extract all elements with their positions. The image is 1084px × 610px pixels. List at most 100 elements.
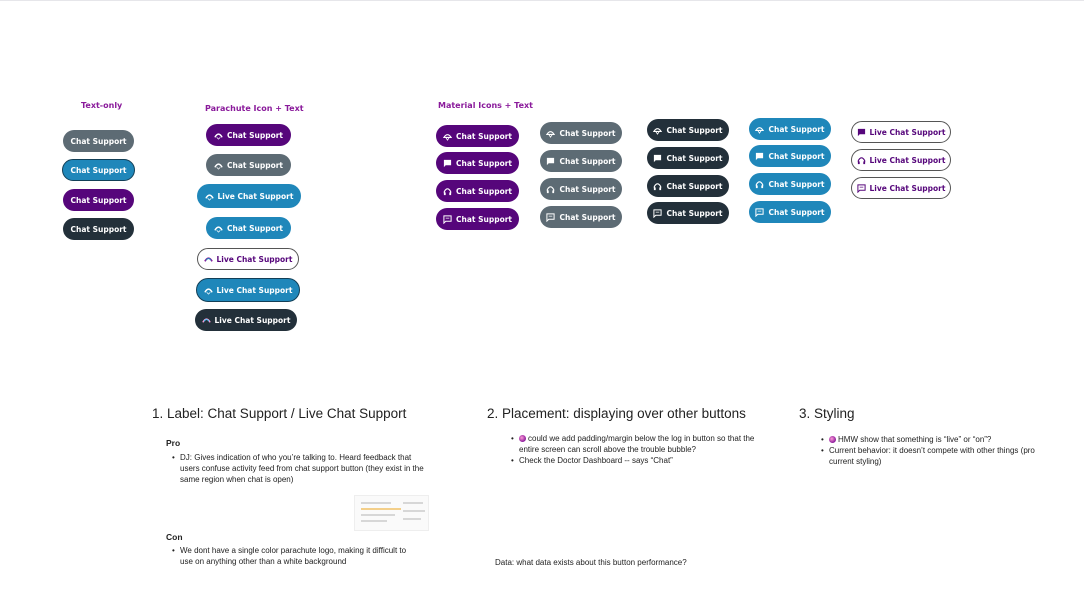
headset-icon — [546, 185, 555, 194]
chat-support-button-dark[interactable]: Chat Support — [63, 218, 134, 240]
material-chat-support-button-purple-3[interactable]: Chat Support — [436, 180, 519, 202]
material-chat-support-button-dark-1[interactable]: Chat Support — [647, 119, 729, 141]
button-label: Chat Support — [70, 195, 127, 205]
top-divider — [0, 0, 1084, 1]
button-label: Chat Support — [666, 153, 723, 163]
chat-bubble-icon — [443, 159, 452, 168]
material-chat-support-button-gray-2[interactable]: Chat Support — [540, 150, 622, 172]
parachute-icon — [203, 255, 213, 264]
pro-heading: Pro — [166, 438, 181, 448]
parachute-icon — [214, 161, 223, 170]
parachute-emoji-icon — [829, 436, 836, 443]
button-label: Chat Support — [70, 136, 127, 146]
button-label: Chat Support — [559, 184, 616, 194]
chat-outline-icon — [443, 214, 452, 224]
con-heading: Con — [166, 532, 183, 542]
con-item: We dont have a single color parachute lo… — [170, 545, 420, 567]
chat-outline-icon — [856, 183, 866, 193]
styling-list: HMW show that something is “live” or “on… — [819, 434, 1039, 467]
parachute-icon — [755, 125, 765, 134]
button-label: Live Chat Support — [214, 315, 291, 325]
material-chat-support-button-purple-2[interactable]: Chat Support — [436, 152, 519, 174]
material-chat-support-button-gray-3[interactable]: Chat Support — [540, 178, 622, 200]
placement-list: could we add padding/margin below the lo… — [509, 433, 764, 466]
chat-support-button-purple[interactable]: Chat Support — [63, 189, 134, 211]
button-label: Chat Support — [559, 212, 616, 222]
button-label: Chat Support — [666, 125, 723, 135]
material-chat-support-button-dark-4[interactable]: Chat Support — [647, 202, 729, 224]
parachute-icon — [203, 286, 213, 295]
button-label: Live Chat Support — [869, 183, 946, 193]
column-title-parachute: Parachute Icon + Text — [205, 104, 304, 113]
chat-support-button-blue[interactable]: Chat Support — [62, 159, 135, 181]
chat-support-button-gray[interactable]: Chat Support — [63, 130, 134, 152]
material-live-chat-support-button-white-1[interactable]: Live Chat Support — [851, 121, 951, 143]
material-chat-support-button-dark-3[interactable]: Chat Support — [647, 175, 729, 197]
doctor-dashboard-thumbnail — [354, 495, 429, 531]
placement-item: could we add padding/margin below the lo… — [509, 433, 764, 455]
parachute-icon — [546, 129, 556, 138]
parachute-icon — [214, 224, 223, 233]
button-label: Chat Support — [226, 223, 283, 233]
button-label: Chat Support — [70, 165, 127, 175]
button-label: Chat Support — [455, 214, 512, 224]
button-label: Chat Support — [768, 151, 825, 161]
material-chat-support-button-blue-1[interactable]: Chat Support — [749, 118, 831, 140]
material-chat-support-button-blue-4[interactable]: Chat Support — [749, 201, 831, 223]
pro-list: DJ: Gives indication of who you’re talki… — [170, 452, 432, 485]
parachute-icon — [204, 192, 214, 201]
button-label: Chat Support — [455, 131, 512, 141]
parachute-icon — [653, 126, 663, 135]
pro-item: DJ: Gives indication of who you’re talki… — [170, 452, 432, 485]
button-label: Live Chat Support — [216, 285, 293, 295]
parachute-live-chat-support-button-blue-outlined[interactable]: Live Chat Support — [196, 278, 300, 302]
button-label: Live Chat Support — [217, 191, 294, 201]
section-title-label: 1. Label: Chat Support / Live Chat Suppo… — [152, 406, 407, 421]
parachute-live-chat-support-button-dark[interactable]: Live Chat Support — [195, 309, 297, 331]
button-label: Live Chat Support — [216, 254, 293, 264]
chat-outline-icon — [653, 208, 663, 218]
headset-icon — [755, 180, 764, 189]
chat-bubble-icon — [755, 152, 764, 161]
button-label: Chat Support — [768, 179, 825, 189]
button-label: Chat Support — [666, 181, 723, 191]
section-title-styling: 3. Styling — [799, 406, 855, 421]
button-label: Chat Support — [455, 186, 512, 196]
headset-icon — [443, 187, 452, 196]
parachute-chat-support-button-purple[interactable]: Chat Support — [206, 124, 291, 146]
button-label: Live Chat Support — [869, 127, 946, 137]
parachute-live-chat-support-button-white[interactable]: Live Chat Support — [197, 248, 299, 270]
parachute-chat-support-button-blue[interactable]: Chat Support — [206, 217, 291, 239]
con-list: We dont have a single color parachute lo… — [170, 545, 420, 567]
material-chat-support-button-dark-2[interactable]: Chat Support — [647, 147, 729, 169]
headset-icon — [857, 156, 866, 165]
material-live-chat-support-button-white-2[interactable]: Live Chat Support — [851, 149, 951, 171]
chat-bubble-icon — [546, 157, 555, 166]
material-chat-support-button-blue-2[interactable]: Chat Support — [749, 145, 831, 167]
button-label: Chat Support — [768, 124, 825, 134]
material-chat-support-button-blue-3[interactable]: Chat Support — [749, 173, 831, 195]
chat-outline-icon — [546, 212, 556, 222]
parachute-chat-support-button-gray[interactable]: Chat Support — [206, 154, 291, 176]
button-label: Chat Support — [455, 158, 512, 168]
material-live-chat-support-button-white-3[interactable]: Live Chat Support — [851, 177, 951, 199]
data-question: Data: what data exists about this button… — [495, 558, 687, 567]
headset-icon — [653, 182, 662, 191]
button-label: Chat Support — [559, 128, 616, 138]
material-chat-support-button-purple-1[interactable]: Chat Support — [436, 125, 519, 147]
button-label: Chat Support — [559, 156, 616, 166]
parachute-icon — [214, 131, 223, 140]
column-title-text-only: Text-only — [81, 101, 123, 110]
chat-bubble-icon — [653, 154, 662, 163]
parachute-icon — [442, 132, 452, 141]
parachute-icon — [201, 316, 211, 325]
material-chat-support-button-gray-4[interactable]: Chat Support — [540, 206, 622, 228]
parachute-live-chat-support-button-blue[interactable]: Live Chat Support — [197, 184, 301, 208]
placement-item-text: could we add padding/margin below the lo… — [519, 434, 755, 454]
section-title-placement: 2. Placement: displaying over other butt… — [487, 406, 746, 421]
parachute-emoji-icon — [519, 435, 526, 442]
material-chat-support-button-gray-1[interactable]: Chat Support — [540, 122, 622, 144]
material-chat-support-button-purple-4[interactable]: Chat Support — [436, 208, 519, 230]
placement-item: Check the Doctor Dashboard -- says “Chat… — [509, 455, 764, 466]
button-label: Chat Support — [666, 208, 723, 218]
